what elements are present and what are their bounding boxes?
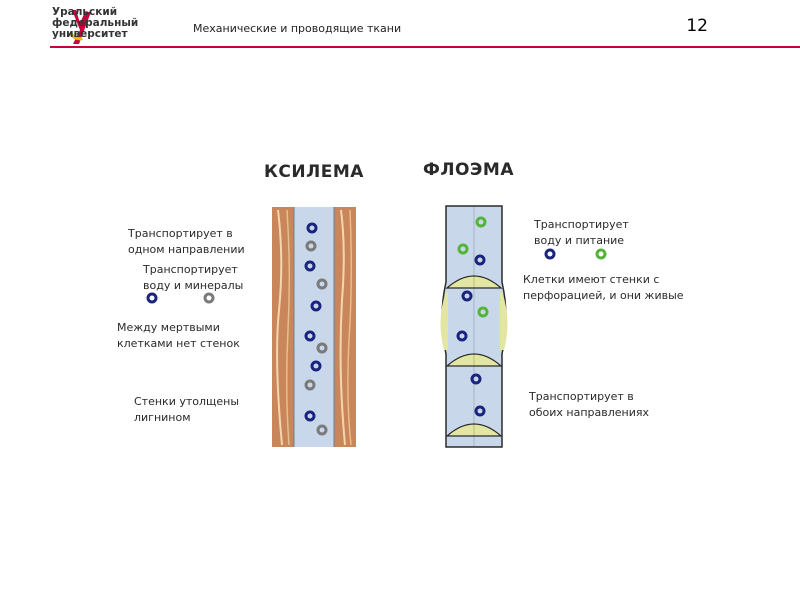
sieve-plate (445, 423, 503, 437)
sieve-plate (445, 275, 503, 289)
logo-line: федеральный (52, 17, 139, 29)
logo-line: Уральский (52, 6, 118, 18)
xylem-note-no-walls: Между мертвыми клетками нет стенок (117, 320, 240, 352)
xylem-right-wall (334, 207, 356, 447)
note-line: воду и минералы (143, 279, 244, 292)
note-line: Между мертвыми (117, 321, 220, 334)
water-dot (544, 248, 556, 260)
logo-line: университет (52, 28, 128, 40)
note-line: Стенки утолщены (134, 395, 240, 408)
note-line: перфорацией, и они живые (523, 289, 684, 302)
note-line: обоих направлениях (529, 406, 649, 419)
note-line: Транспортирует в (128, 227, 233, 240)
slide-title: Механические и проводящие ткани (193, 22, 402, 35)
note-line: Транспортирует в (529, 390, 634, 403)
slide-number: 12 (686, 16, 708, 36)
note-line: клетками нет стенок (117, 337, 240, 350)
note-line: Транспортирует (534, 218, 629, 231)
slide-header: Уральский федеральный университет Механи… (0, 0, 800, 50)
phloem-note-cargo: Транспортирует воду и питание (534, 217, 629, 249)
xylem-note-direction: Транспортирует в одном направлении (128, 226, 245, 258)
note-line: Клетки имеют стенки с (523, 273, 660, 286)
companion-cell-left (440, 292, 448, 350)
urfu-logo (69, 10, 91, 44)
water-dot (146, 292, 158, 304)
xylem-note-cargo: Транспортирует воду и минералы (143, 262, 243, 294)
xylem-left-wall (272, 207, 294, 447)
xylem-particles (304, 222, 328, 436)
mineral-dot (203, 292, 215, 304)
header-rule (50, 46, 800, 48)
sieve-plate (445, 353, 503, 367)
phloem-note-both-directions: Транспортирует в обоих направлениях (529, 389, 649, 421)
note-line: одном направлении (128, 243, 245, 256)
note-line: воду и питание (534, 234, 625, 247)
phloem-tube (440, 205, 508, 448)
xylem-vessel (272, 207, 356, 447)
note-line: лигнином (134, 411, 191, 424)
phloem-heading: ФЛОЭМА (423, 160, 514, 180)
note-line: Транспортирует (143, 263, 238, 276)
phloem-note-perforated: Клетки имеют стенки с перфорацией, и они… (523, 272, 684, 304)
legend-dots (146, 248, 607, 304)
xylem-heading: КСИЛЕМА (264, 162, 364, 182)
phloem-particles (456, 216, 489, 417)
logo-text: Уральский федеральный университет (52, 7, 138, 40)
xylem-note-lignin: Стенки утолщены лигнином (134, 394, 239, 426)
nutrient-dot (595, 248, 607, 260)
companion-cell-right (500, 292, 508, 350)
